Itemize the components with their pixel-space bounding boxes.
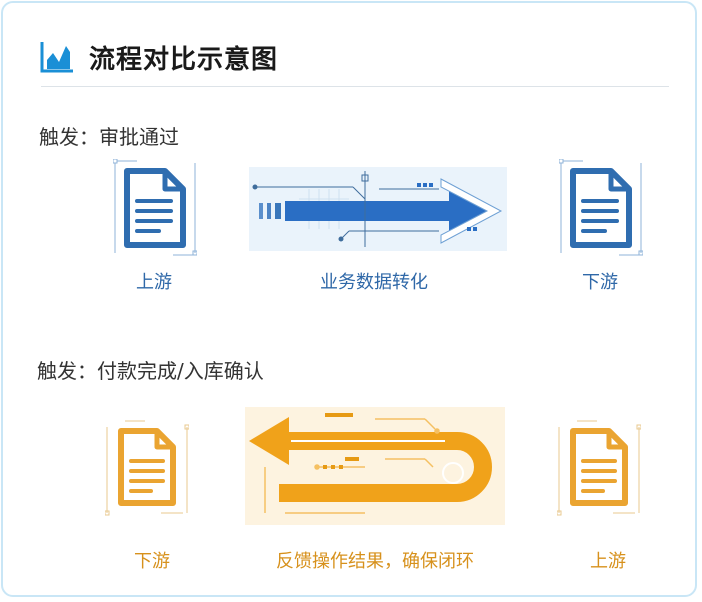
downstream-label: 下游 [134,551,170,572]
document-icon [557,420,641,516]
document-icon [105,420,189,516]
upstream-label: 上游 [136,272,172,293]
header: 流程对比示意图 [39,39,278,75]
document-icon [559,159,643,256]
feedback-label: 反馈操作结果，确保闭环 [276,551,474,572]
page-title: 流程对比示意图 [89,44,279,75]
bar-chart-icon [40,42,73,73]
data-transform-label: 业务数据转化 [320,272,428,293]
forward-arrow-graphic [249,167,507,251]
divider [41,86,669,87]
trigger-label-approval: 触发：审批通过 [39,125,179,149]
upstream-label: 上游 [590,551,626,572]
document-icon [113,159,197,256]
trigger-label-payment: 触发：付款完成/入库确认 [37,359,264,383]
downstream-label: 下游 [582,272,618,293]
feedback-loop-graphic [245,407,505,525]
